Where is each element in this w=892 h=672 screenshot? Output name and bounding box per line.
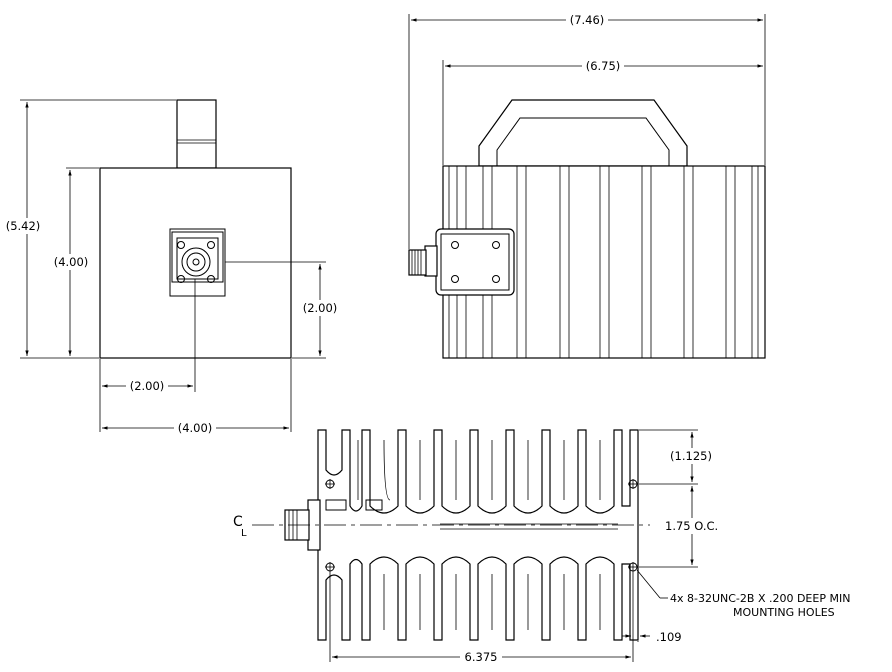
- centerline-symbol: C: [233, 514, 243, 530]
- dim-overall-height: (5.42): [6, 219, 41, 233]
- dim-connector-height: (2.00): [303, 301, 338, 315]
- dim-overall-length: (7.46): [570, 13, 605, 27]
- dim-hole-spacing: 1.75 O.C.: [665, 519, 718, 533]
- front-connector: [169, 228, 226, 297]
- side-view: (7.46) (6.75): [408, 12, 766, 359]
- side-handle: [478, 99, 688, 167]
- bottom-fins: [357, 439, 618, 630]
- dim-body-height: (4.00): [54, 255, 89, 269]
- hole-note-line2: MOUNTING HOLES: [733, 606, 835, 619]
- front-body: [99, 167, 292, 359]
- centerline-subscript: L: [241, 528, 247, 539]
- mounting-holes: [325, 479, 638, 572]
- dim-body-width: (4.00): [178, 421, 213, 435]
- side-fins: [448, 166, 759, 358]
- hole-note-line1: 4x 8-32UNC-2B X .200 DEEP MIN: [670, 592, 850, 605]
- dim-connector-offset: (2.00): [130, 379, 165, 393]
- dim-hole-offset: (1.125): [670, 449, 712, 463]
- bottom-heatsink-outline: [317, 429, 639, 641]
- dim-hole-pitch-length: 6.375: [465, 650, 498, 664]
- front-view: (5.42) (4.00) (2.00) (2.00) (4.00): [2, 99, 342, 436]
- front-handle: [176, 99, 217, 169]
- side-connector: [408, 228, 515, 296]
- dim-end-offset: .109: [656, 630, 682, 644]
- dim-body-length: (6.75): [586, 59, 621, 73]
- bottom-view: C L (1.125) 1.75 O.C. 4x 8-32UNC-2B X .2…: [233, 429, 850, 665]
